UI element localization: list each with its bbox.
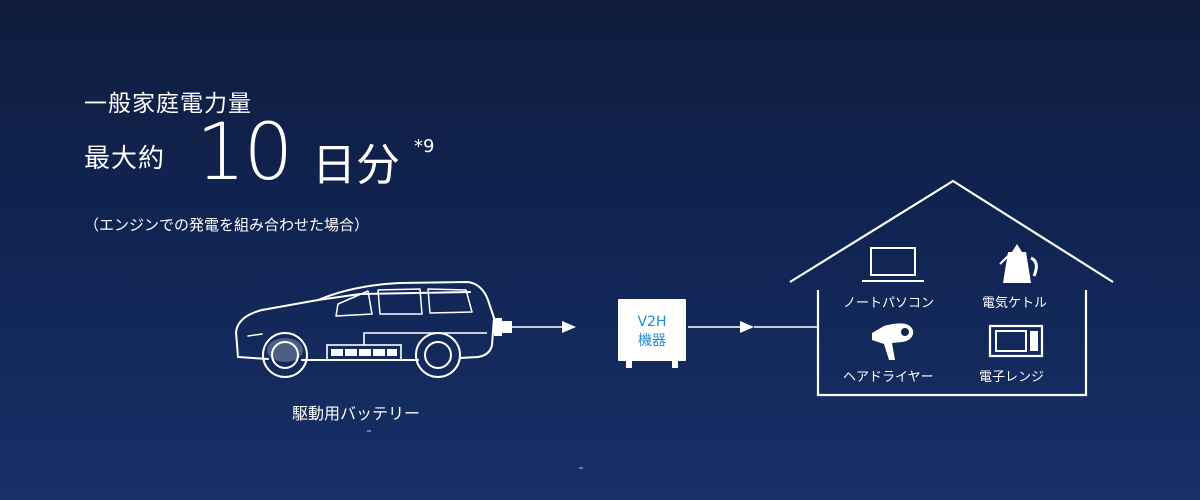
appliance-label-microwave: 電子レンジ xyxy=(979,370,1045,385)
appliance-label-kettle: 電気ケトル xyxy=(982,296,1048,311)
appliance-label-hair-dryer: ヘアドライヤー xyxy=(843,370,934,385)
kettle-icon xyxy=(999,244,1038,283)
decor-dot xyxy=(579,467,583,469)
hair-dryer-icon xyxy=(872,323,914,360)
v2h-label-line1: V2H xyxy=(637,314,667,330)
appliance-label-laptop: ノートパソコン xyxy=(843,296,935,311)
house-outline xyxy=(789,179,1114,397)
days-number: 10 xyxy=(196,108,293,198)
v2h-label-line2: 機器 xyxy=(638,333,666,349)
decor-dot xyxy=(367,430,371,432)
condition-note: （エンジンでの発電を組み合わせた場合） xyxy=(84,216,370,234)
max-label: 最大約 xyxy=(84,144,166,174)
charge-plug-icon xyxy=(494,318,512,336)
laptop-icon xyxy=(862,247,924,282)
battery-label: 駆動用バッテリー xyxy=(292,404,421,423)
v2h-unit xyxy=(618,299,686,368)
days-unit: 日分 xyxy=(312,140,400,191)
headline: 一般家庭電力量 最大約 10 日分 *9 xyxy=(84,84,434,192)
battery-pack xyxy=(326,332,487,361)
microwave-icon xyxy=(988,324,1044,358)
car-illustration xyxy=(235,281,495,378)
flow-lines xyxy=(512,321,818,333)
headline-subtitle: 一般家庭電力量 xyxy=(84,91,252,117)
battery-glow xyxy=(267,338,303,362)
footnote-mark: *9 xyxy=(414,136,435,157)
v2h-label: V2H 機器 xyxy=(618,313,686,351)
